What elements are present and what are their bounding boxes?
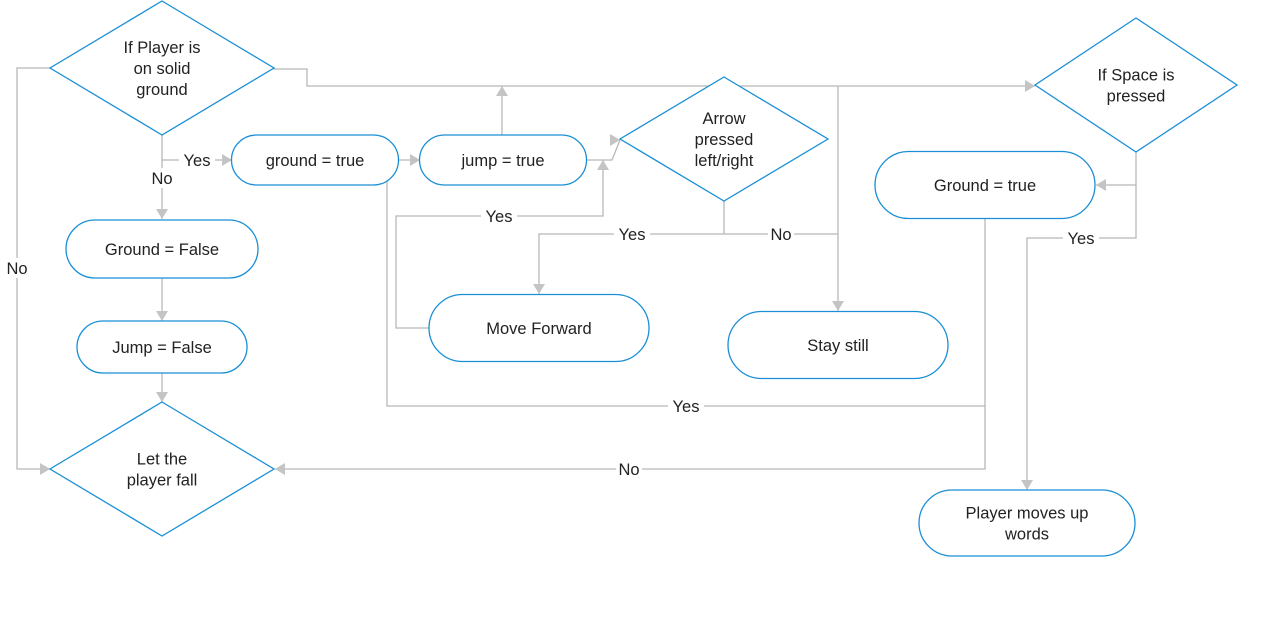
process-jump-false: Jump = False [76,320,248,374]
process-ground-false-shape [65,219,259,279]
decision-if-player-on-ground-text-line-3: ground [136,81,187,99]
decision-arrow-pressed-text-line-3: left/right [695,152,754,170]
edge-label-yes_bottom: Yes [673,398,700,416]
edge-if-space-to-ground-true-right-arrowhead [1096,179,1106,191]
edge-if-ground-to-ground-true-arrowhead [222,154,232,166]
decision-if-space-pressed-text-line-1: If Space is [1097,67,1174,85]
process-move-forward-shape [428,293,650,363]
edge-arrow-yes-to-move-forward-arrowhead [533,284,545,294]
edge-label-bg-yes_ground [179,150,215,170]
edge-top-to-if-space-arrowhead [1025,80,1035,92]
process-player-moves-up-text-line-1: Player moves up [966,505,1089,523]
decision-arrow-pressed-text-line-1: Arrow [702,110,745,128]
decision-let-player-fall: Let the player fall [48,401,276,537]
decision-if-player-on-ground: If Player is on solid ground [48,0,276,136]
process-stay-still-shape [727,310,949,380]
process-ground-false: Ground = False [65,219,259,279]
edge-label-no_arrow: No [770,226,791,244]
edge-if-space-yes-to-moves-up-arrowhead [1021,480,1033,490]
process-player-moves-up: Player moves up words [918,489,1136,557]
decision-if-space-pressed-shape [1033,17,1239,153]
decision-arrow-pressed: Arrow pressed left/right [618,76,830,202]
process-ground-true: ground = true [230,134,400,186]
decision-if-player-on-ground-shape [48,0,276,136]
edge-label-bg-no_bottom [616,459,642,479]
process-ground-true-text-line-1: ground = true [266,152,365,170]
edge-ground-true-right-down [275,219,986,470]
process-stay-still: Stay still [727,310,949,380]
edge-jump-true-up-arrowhead [496,86,508,96]
process-jump-true: jump = true [418,134,588,186]
process-jump-false-shape [76,320,248,374]
edge-label-bg-yes_bottom [668,396,704,416]
decision-if-player-on-ground-text-line-1: If Player is [123,39,200,57]
edge-label-yes_move_back: Yes [486,208,513,226]
edge-label-bg-yes_move_back [481,206,517,226]
process-jump-true-text-line-1: jump = true [461,152,545,170]
edge-bottom-yes [386,160,985,407]
edge-if-ground-to-ground-false-arrowhead [156,209,168,219]
process-player-moves-up-shape [918,489,1136,557]
edge-label-bg-no_left [4,258,30,278]
edge-if-space-to-ground-true-right [1096,152,1137,186]
decision-if-player-on-ground-text-line-2: on solid [134,60,191,78]
decision-if-space-pressed: If Space is pressed [1033,17,1239,153]
process-move-forward: Move Forward [428,293,650,363]
process-ground-true-right: Ground = true [874,150,1096,220]
process-ground-true-right-text-line-1: Ground = true [934,177,1036,195]
edge-label-no_ground: No [151,170,172,188]
edge-jump-true-to-arrow-pressed [587,139,621,161]
process-move-forward-text-line-1: Move Forward [486,320,591,338]
process-ground-true-shape [230,134,400,186]
decision-let-player-fall-text-line-2: player fall [127,472,198,490]
edge-move-forward-back-arrowhead [597,160,609,170]
edge-label-yes_space: Yes [1068,230,1095,248]
process-stay-still-text-line-1: Stay still [807,337,868,355]
edge-jump-false-to-let-fall-arrowhead [156,392,168,402]
edge-top-to-stay-still-arrowhead [832,301,844,311]
edge-label-bg-yes_space [1063,228,1099,248]
process-ground-false-text-line-1: Ground = False [105,241,219,259]
edge-label-yes_ground: Yes [184,152,211,170]
decision-let-player-fall-shape [48,401,276,537]
decision-arrow-pressed-text-line-2: pressed [695,131,754,149]
edge-arrow-yes-to-move-forward [538,201,725,294]
process-jump-false-text-line-1: Jump = False [112,339,212,357]
edge-move-forward-back [395,160,604,329]
process-ground-true-right-shape [874,150,1096,220]
decision-if-space-pressed-text-line-2: pressed [1107,88,1166,106]
edge-label-yes_arrow: Yes [619,226,646,244]
edge-label-no_left: No [6,260,27,278]
decision-let-player-fall-text-line-1: Let the [137,451,187,469]
process-player-moves-up-text-line-2: words [1004,526,1049,544]
edge-top-to-if-space [273,68,1035,87]
edge-ground-true-to-jump-true-arrowhead [410,154,420,166]
edge-label-bg-no_ground [149,168,175,188]
edge-if-ground-no-arrowhead [40,463,50,475]
edge-label-no_bottom: No [618,461,639,479]
edge-label-bg-no_arrow [768,224,794,244]
process-jump-true-shape [418,134,588,186]
edge-jump-true-to-arrow-pressed-arrowhead [610,134,620,146]
edge-label-bg-yes_arrow [614,224,650,244]
edge-ground-true-right-down-arrowhead [275,463,285,475]
decision-arrow-pressed-shape [618,76,830,202]
edge-ground-false-to-jump-false-arrowhead [156,311,168,321]
